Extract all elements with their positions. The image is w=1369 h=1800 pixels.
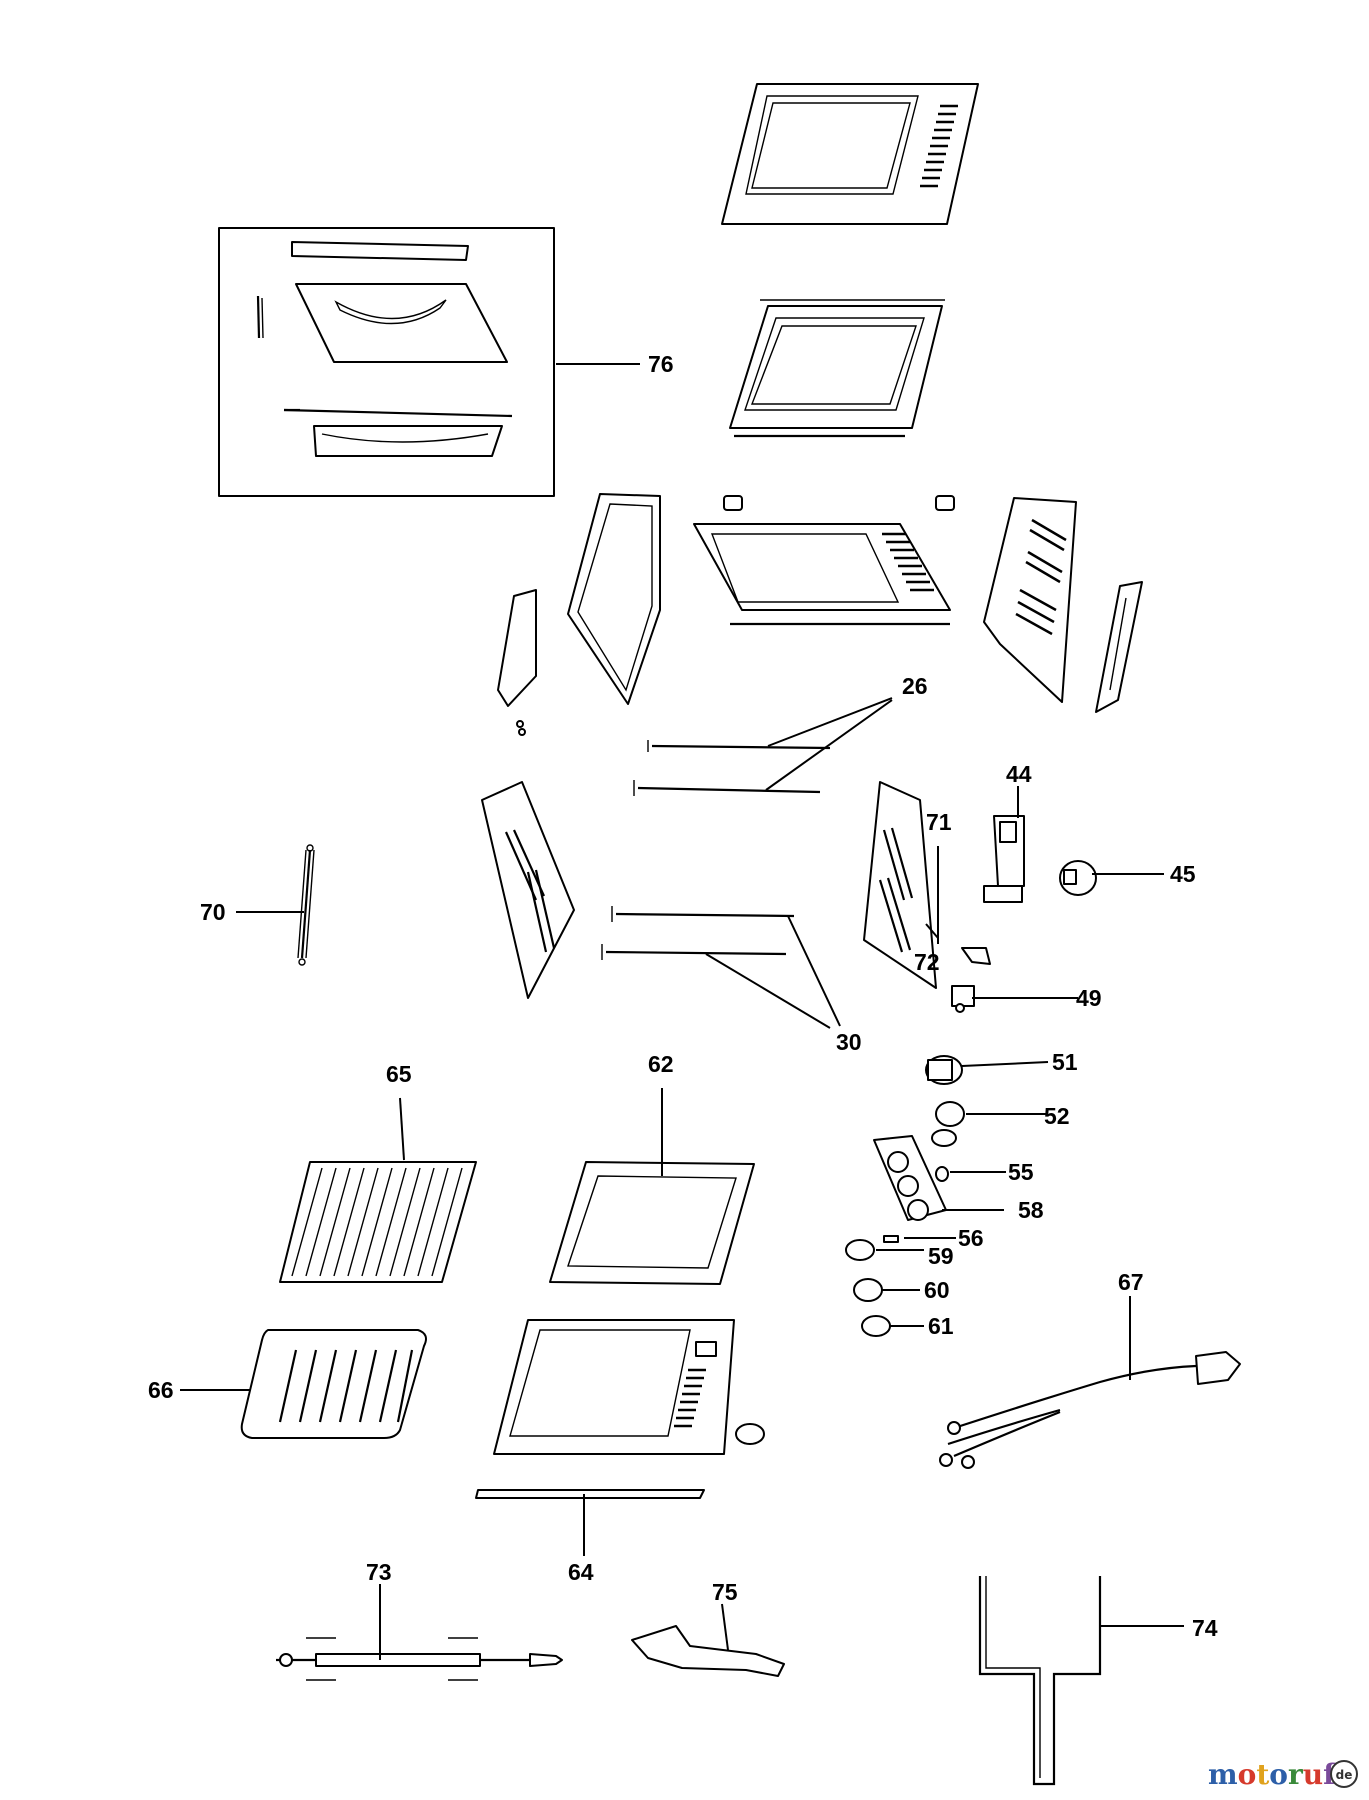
callout-30: 30 [836, 1029, 862, 1055]
callout-72: 72 [914, 949, 940, 975]
callout-62: 62 [648, 1051, 674, 1077]
knob-part-59 [845, 1235, 899, 1261]
callout-66: 66 [148, 1377, 174, 1403]
callout-67: 67 [1118, 1269, 1144, 1295]
rotisserie-spit-part [276, 1637, 563, 1681]
watermark-letter: o [1238, 1758, 1257, 1791]
door-assembly-group [218, 227, 555, 497]
upper-heating-elements-part [516, 720, 831, 796]
knob-part-61 [861, 1315, 891, 1337]
bracket-part [961, 947, 991, 965]
knob-part-60 [853, 1278, 883, 1302]
callout-65: 65 [386, 1061, 412, 1087]
callout-73: 73 [366, 1559, 392, 1585]
leader-lines [180, 363, 1184, 1660]
bottom-panel-part [493, 1319, 765, 1455]
callout-55: 55 [1008, 1159, 1034, 1185]
callout-49: 49 [1076, 985, 1102, 1011]
indicator-lamp-part [935, 1166, 949, 1182]
inner-left-wall-part [481, 781, 575, 999]
watermark-text: motoruf [1208, 1758, 1337, 1791]
motoruf-watermark: motoruf de [1208, 1758, 1358, 1791]
watermark-letter: t [1256, 1758, 1269, 1791]
callout-76: 76 [648, 351, 674, 377]
callout-60: 60 [924, 1277, 950, 1303]
rotisserie-lifter-part [631, 1625, 785, 1677]
right-side-panel-part [983, 497, 1143, 713]
callout-70: 70 [200, 899, 226, 925]
callout-74: 74 [1192, 1615, 1218, 1641]
grill-pan-part [240, 1329, 427, 1439]
callout-59: 59 [928, 1243, 954, 1269]
callout-44: 44 [1006, 761, 1032, 787]
watermark-letter: m [1208, 1758, 1238, 1791]
front-rail-part [475, 1489, 705, 1499]
watermark-letter: r [1288, 1758, 1304, 1791]
top-inner-frame-part [729, 299, 945, 438]
wire-rack-part [279, 1161, 477, 1283]
callout-45: 45 [1170, 861, 1196, 887]
watermark-badge-icon [1330, 1760, 1358, 1788]
thermostat-knob-part [1059, 860, 1097, 896]
callout-52: 52 [1044, 1103, 1070, 1129]
callout-75: 75 [712, 1579, 738, 1605]
inner-right-wall-part [863, 781, 937, 989]
callout-71: 71 [926, 809, 952, 835]
callout-64: 64 [568, 1559, 594, 1585]
callout-51: 51 [1052, 1049, 1078, 1075]
cavity-rear-panel-part [693, 495, 955, 626]
switch-part [983, 815, 1025, 903]
selector-switch-part [931, 1101, 965, 1147]
timer-part [925, 1055, 963, 1085]
baking-tray-part [549, 1161, 755, 1285]
callout-26: 26 [902, 673, 928, 699]
power-cord-part [939, 1351, 1241, 1469]
rotisserie-fork-part [978, 1576, 1102, 1786]
left-side-panel-part [497, 493, 661, 707]
watermark-badge-label: de [1336, 1768, 1353, 1782]
spring-part [297, 844, 315, 966]
lower-heating-elements-part [601, 906, 795, 960]
watermark-letter: u [1303, 1758, 1323, 1791]
watermark-letter: o [1269, 1758, 1288, 1791]
top-cover-part [721, 83, 979, 225]
terminal-block-part [951, 985, 975, 1013]
callout-56: 56 [958, 1225, 984, 1251]
callout-58: 58 [1018, 1197, 1044, 1223]
callout-61: 61 [928, 1313, 954, 1339]
control-panel-part [873, 1135, 947, 1221]
